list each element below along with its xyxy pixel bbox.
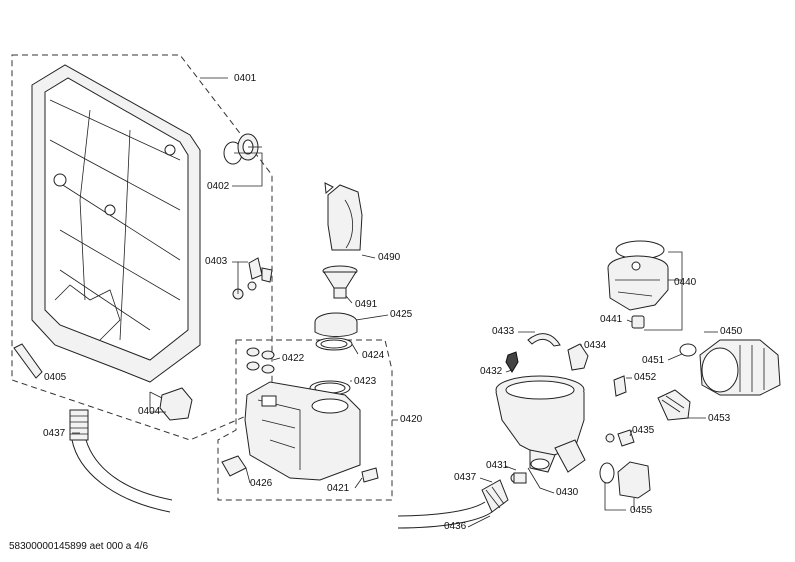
flap-part-0434 [567,343,589,371]
part-label-0450: 0450 [720,326,743,337]
part-label-0436: 0436 [444,521,467,532]
part-label-0432: 0432 [480,366,503,377]
drain-hose-part [69,409,509,529]
arc-part-0433 [527,333,561,347]
cap-part-0425 [314,312,358,337]
part-label-0421: 0421 [327,483,350,494]
drain-pump-part-0455 [599,461,651,499]
seal-ring-part-0402 [223,133,259,165]
part-label-0435: 0435 [632,425,655,436]
part-label-0423: 0423 [354,376,377,387]
softener-part-0420 [244,381,361,481]
part-label-0426: 0426 [250,478,273,489]
jug-part-0490 [324,182,363,251]
small-part-0405 [13,343,43,379]
part-label-0405: 0405 [44,372,67,383]
ring-part-0451 [679,343,697,357]
sump-part-0430 [495,375,586,473]
document-footer: 58300000145899 aet 000 a 4/6 [9,541,149,552]
part-label-0425: 0425 [390,309,413,320]
part-label-0402: 0402 [207,181,230,192]
part-label-0455: 0455 [630,505,653,516]
tube-part-0453 [657,389,691,421]
part-label-0491: 0491 [355,299,378,310]
clip-part-0403 [232,257,273,300]
part-label-0490: 0490 [378,252,401,263]
part-label-0437-left: 0437 [43,428,66,439]
part-label-0404: 0404 [138,406,161,417]
part-label-0422: 0422 [282,353,305,364]
part-label-0424: 0424 [362,350,385,361]
small-part-0426 [221,455,247,477]
part-label-0437-right: 0437 [454,472,477,483]
pump-housing-part-0440 [607,240,669,311]
funnel-part-0491 [322,265,358,299]
part-label-0451: 0451 [642,355,665,366]
part-label-0453: 0453 [708,413,731,424]
part-label-0441: 0441 [600,314,623,325]
connector-part-0404 [149,387,193,421]
group-outline-0420 [217,339,393,501]
bracket-part-0452 [613,375,627,397]
pump-motor-part-0450 [699,339,781,396]
leader-lines [72,77,718,528]
side-panel-part [31,64,201,383]
part-label-0403: 0403 [205,256,228,267]
ring-part-0424 [315,337,353,351]
screw-part-0432 [505,351,519,373]
small-part-0435 [605,429,635,447]
part-label-0440: 0440 [674,277,697,288]
part-label-0430: 0430 [556,487,579,498]
part-label-0401: 0401 [234,73,257,84]
part-label-0431: 0431 [486,460,509,471]
small-part-0441 [631,315,645,329]
part-label-0433: 0433 [492,326,515,337]
nozzle-part-0431 [510,472,527,484]
seals-part-0422 [246,347,275,374]
clip-part-0421 [361,467,379,483]
part-label-0452: 0452 [634,372,657,383]
part-label-0420: 0420 [400,414,423,425]
part-label-0434: 0434 [584,340,607,351]
